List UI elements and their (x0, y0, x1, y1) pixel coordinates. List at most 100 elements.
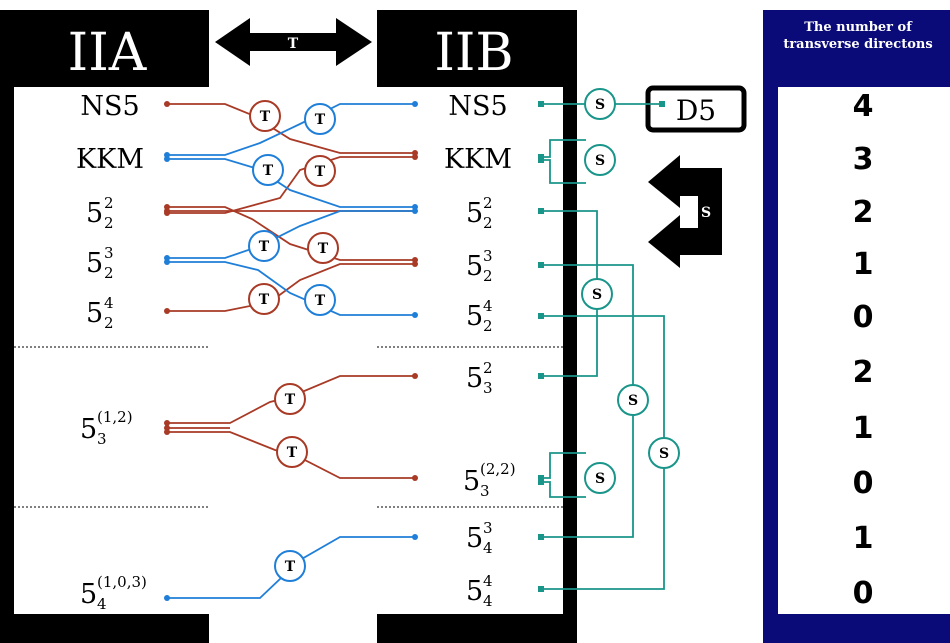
t-duality-node: T (276, 436, 308, 468)
s-duality-node-label: S (595, 153, 605, 169)
svg-text:(1,0,3): (1,0,3) (97, 573, 147, 591)
svg-text:(1,2): (1,2) (97, 408, 133, 426)
count-values: 4 3 2 1 0 2 1 0 1 0 (853, 89, 874, 611)
endpoint-square (538, 586, 544, 592)
endpoint-dot (164, 101, 170, 107)
t-duality-node-label: T (260, 109, 271, 125)
svg-text:4: 4 (483, 592, 493, 610)
t-duality-node-label: T (285, 392, 296, 408)
iib-label-5-2-2: 5 2 2 (466, 194, 493, 232)
t-duality-node-label: T (315, 164, 326, 180)
svg-text:2: 2 (483, 194, 493, 212)
t-duality-node-label: T (315, 293, 326, 309)
count-title-line1: The number of (804, 20, 913, 35)
s-duality-node-label: S (592, 287, 602, 303)
endpoint-dot (412, 475, 418, 481)
endpoint-dot (412, 154, 418, 160)
t-duality-node: T (252, 154, 284, 186)
endpoint-square (538, 534, 544, 540)
endpoint-square (538, 101, 544, 107)
t-duality-node-label: T (263, 163, 274, 179)
svg-text:4: 4 (483, 297, 493, 315)
count-column-body (778, 87, 950, 614)
s-duality-node: S (581, 278, 613, 310)
iib-label-5-2-4: 5 4 2 (466, 297, 493, 335)
svg-text:2: 2 (483, 317, 493, 335)
iib-labels: NS5 KKM 5 2 2 5 3 2 5 4 2 5 2 3 5 (2,2) … (444, 91, 516, 610)
svg-text:3: 3 (483, 247, 493, 265)
iib-label-5-3-2: 5 2 3 (466, 359, 493, 397)
endpoint-square (538, 373, 544, 379)
svg-text:2: 2 (483, 359, 493, 377)
s-arrow-label: S (701, 205, 711, 221)
svg-text:5: 5 (466, 301, 483, 332)
d5-box: D5 (645, 85, 747, 133)
t-duality-node-label: T (315, 112, 326, 128)
endpoint-dot (164, 595, 170, 601)
d5-label: D5 (676, 94, 716, 127)
endpoint-dot (164, 259, 170, 265)
endpoint-dot (164, 156, 170, 162)
svg-text:5: 5 (466, 523, 483, 554)
iia-label-5-2-2: 5 2 2 (86, 194, 114, 232)
svg-text:3: 3 (483, 519, 493, 537)
endpoint-square (538, 475, 544, 481)
svg-text:5: 5 (466, 198, 483, 229)
count-value: 0 (853, 466, 874, 501)
iia-title: IIA (68, 23, 148, 83)
endpoint-dot (164, 420, 170, 426)
svg-text:2: 2 (483, 214, 493, 232)
svg-text:5: 5 (80, 579, 97, 610)
count-value: 1 (853, 521, 874, 556)
endpoint-dot (412, 312, 418, 318)
svg-text:4: 4 (483, 572, 493, 590)
s-duality-node-label: S (595, 97, 605, 113)
svg-text:3: 3 (104, 244, 114, 262)
iib-title: IIB (434, 23, 513, 83)
t-duality-node-label: T (285, 559, 296, 575)
t-duality-arrow: T (215, 18, 372, 66)
iia-label-ns5: NS5 (80, 91, 139, 122)
iia-labels: NS5 KKM 5 2 2 5 3 2 5 4 2 5 (1,2) 3 5 (1… (76, 91, 147, 613)
endpoint-dot (412, 208, 418, 214)
svg-text:4: 4 (97, 595, 107, 613)
svg-text:2: 2 (104, 194, 114, 212)
endpoint-square (538, 479, 544, 485)
svg-text:3: 3 (97, 430, 107, 448)
s-duality-node-label: S (659, 446, 669, 462)
t-arrow-label: T (288, 36, 299, 52)
t-duality-node: T (307, 232, 339, 264)
iib-label-5-3-22: 5 (2,2) 3 (463, 460, 516, 500)
svg-text:3: 3 (480, 482, 490, 500)
iib-label-5-4-3: 5 3 4 (466, 519, 493, 557)
svg-text:2: 2 (104, 314, 114, 332)
t-duality-node: T (248, 230, 280, 262)
s-duality-node: S (584, 88, 616, 120)
t-duality-node-label: T (259, 292, 270, 308)
t-duality-node-label: T (259, 239, 270, 255)
iib-column-body (377, 87, 563, 614)
iia-label-5-4-103: 5 (1,0,3) 4 (80, 573, 147, 613)
iib-label-ns5: NS5 (448, 91, 507, 122)
svg-text:5: 5 (466, 363, 483, 394)
count-value: 0 (853, 300, 874, 335)
count-value: 2 (853, 355, 874, 390)
svg-text:2: 2 (104, 214, 114, 232)
endpoint-dot (412, 101, 418, 107)
svg-text:5: 5 (86, 198, 103, 229)
count-value: 1 (853, 247, 874, 282)
t-duality-node: T (248, 283, 280, 315)
t-duality-node: T (304, 103, 336, 135)
endpoint-dots (164, 101, 665, 601)
s-duality-node: S (617, 384, 649, 416)
iia-label-5-3-12: 5 (1,2) 3 (80, 408, 133, 448)
svg-text:5: 5 (463, 466, 480, 497)
endpoint-dot (412, 373, 418, 379)
svg-text:2: 2 (483, 267, 493, 285)
endpoint-square (538, 313, 544, 319)
t-duality-node: T (274, 383, 306, 415)
svg-text:5: 5 (80, 414, 97, 445)
svg-text:5: 5 (466, 251, 483, 282)
